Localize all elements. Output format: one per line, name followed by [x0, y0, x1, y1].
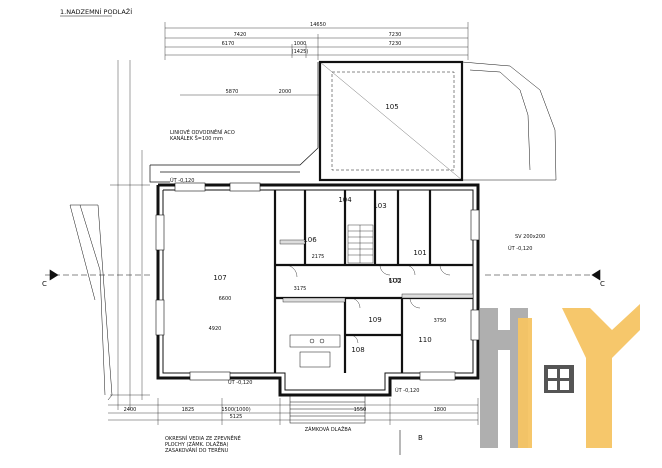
top-dimension-lines — [164, 22, 469, 96]
dim-6135: 6135 — [389, 278, 402, 284]
dim-1800: 1800 — [434, 407, 447, 413]
paving-label: ZÁMKOVÁ DLAŽBA — [305, 425, 352, 433]
room-107-label: 107 — [213, 274, 226, 282]
section-c-right: C — [600, 280, 605, 288]
dim-2000: 2000 — [279, 89, 292, 95]
room-110-label: 110 — [418, 336, 431, 344]
dim-5870: 5870 — [226, 89, 239, 95]
entrance-steps — [289, 394, 366, 424]
dim-5125: 5125 — [230, 414, 243, 420]
terrain-lines-left — [69, 204, 113, 401]
level-label-1: ÚT -0,120 — [170, 177, 194, 184]
dim-2400: 2400 — [124, 407, 137, 413]
section-c-left: C — [42, 280, 47, 288]
staircase — [347, 224, 374, 264]
dim-2175: 2175 — [312, 254, 325, 260]
dim-top-right: 7230 — [389, 32, 402, 38]
room-106-label: 106 — [303, 236, 317, 244]
plan-title: 1.NADZEMNÍ PODLAŽÍ — [60, 7, 132, 16]
left-dimension-lines — [110, 60, 150, 410]
dim-1550: 1550 — [354, 407, 367, 413]
room-102-label: 102 — [388, 277, 401, 285]
door-swings — [284, 264, 451, 344]
dim-top-sub-a: 1000 — [294, 41, 307, 47]
level-label-2: ÚT -0,120 — [508, 245, 532, 252]
dim-3750: 3750 — [434, 318, 447, 324]
dim-top-total: 14650 — [310, 22, 326, 28]
dim-3175: 3175 — [294, 286, 307, 292]
dim-top-left: 7420 — [234, 32, 247, 38]
kitchen-counter — [289, 334, 341, 368]
dim-6600: 6600 — [219, 296, 232, 302]
section-b: B — [418, 434, 423, 442]
dim-top-sub-b: (1425) — [292, 49, 309, 55]
hatched-walls — [279, 239, 474, 303]
room-101-label: 101 — [413, 249, 426, 257]
room-104-label: 104 — [338, 196, 352, 204]
company-logo — [480, 304, 640, 448]
windows — [155, 182, 480, 381]
dim-top-sub-right: 7230 — [389, 41, 402, 47]
dim-1500: 1500(1000) — [221, 407, 250, 413]
bottom-dimension-lines — [108, 398, 479, 425]
terrace-outline — [149, 62, 319, 183]
sv-label: SV 200x200 — [515, 234, 545, 240]
terrain-lines-right — [461, 61, 557, 181]
linear-drain-label: LINIOVÉ ODVODNĚNÍ ACO KANÁLEK Š=100 mm — [170, 128, 236, 142]
garden-note: OKRESNÍ VEDIA ZE ZPEVNĚNÉ PLOCHY (ZÁMK. … — [165, 434, 242, 454]
room-103-label: 103 — [373, 202, 386, 210]
house-inner-walls — [162, 189, 474, 391]
section-markers — [45, 269, 601, 455]
level-label-3: ÚT -0,120 — [228, 379, 252, 386]
level-label-4: ÚT -0,120 — [395, 387, 419, 394]
dim-4920: 4920 — [209, 326, 222, 332]
room-109-label: 109 — [368, 316, 381, 324]
interior-walls — [273, 190, 473, 373]
dim-1825: 1825 — [182, 407, 195, 413]
room-105-label: 105 — [385, 103, 398, 111]
dim-top-sub-left: 6170 — [222, 41, 235, 47]
room-108-label: 108 — [351, 346, 364, 354]
carport-outline — [318, 60, 464, 182]
